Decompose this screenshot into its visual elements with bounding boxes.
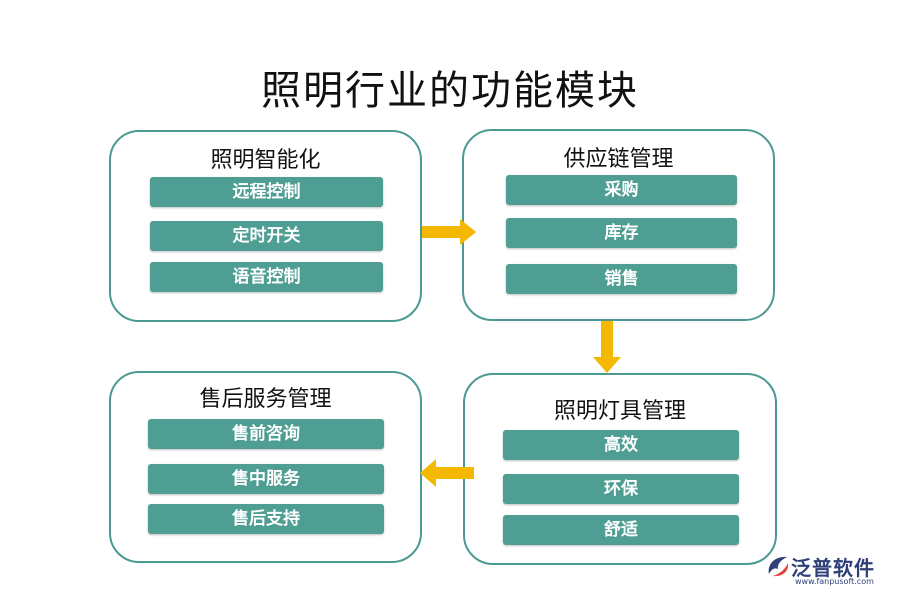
module-item: 售前咨询 [148,419,384,449]
arrow-right-icon [422,219,476,245]
logo-url: www.fanpusoft.com [795,577,874,586]
module-title: 照明灯具管理 [553,399,686,424]
module-item: 环保 [503,474,739,504]
module-title: 供应链管理 [563,147,674,172]
module-item: 舒适 [503,515,739,545]
module-fixture-management: 照明灯具管理 高效 环保 舒适 [463,373,777,565]
module-item: 定时开关 [150,221,383,251]
arrow-left-icon [420,459,474,487]
module-item: 售中服务 [148,464,384,494]
logo-text: 泛普软件 [791,556,875,580]
module-item: 库存 [506,218,737,248]
module-item: 销售 [506,264,737,294]
module-title: 照明智能化 [210,148,321,173]
module-title: 售后服务管理 [199,387,332,412]
module-item: 采购 [506,175,737,205]
module-supply-chain: 供应链管理 采购 库存 销售 [462,129,775,321]
brand-logo: 泛普软件 www.fanpusoft.com [765,552,890,590]
module-item: 售后支持 [148,504,384,534]
module-lighting-intelligence: 照明智能化 远程控制 定时开关 语音控制 [109,130,422,322]
module-item: 远程控制 [150,177,383,207]
module-after-sales: 售后服务管理 售前咨询 售中服务 售后支持 [109,371,422,563]
module-item: 语音控制 [150,262,383,292]
diagram-title: 照明行业的功能模块 [261,68,639,114]
logo-icon [768,556,789,577]
arrow-down-icon [593,321,621,373]
module-item: 高效 [503,430,739,460]
